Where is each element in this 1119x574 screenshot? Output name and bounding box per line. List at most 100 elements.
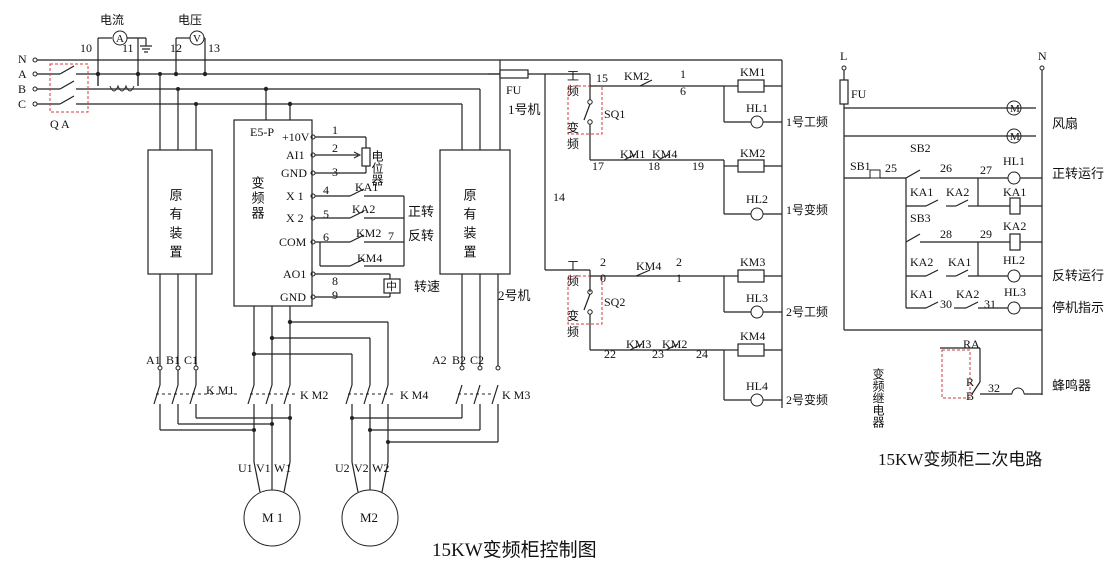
- svg-text:C: C: [18, 97, 26, 111]
- coil-km2: [737, 159, 765, 173]
- svg-text:2号工频: 2号工频: [786, 305, 828, 319]
- lamp-hl1-icon: [750, 115, 764, 129]
- svg-text:V: V: [193, 33, 201, 45]
- svg-text:HL4: HL4: [746, 379, 768, 393]
- svg-text:M 1: M 1: [262, 510, 283, 525]
- svg-text:频: 频: [567, 325, 579, 339]
- svg-text:HL1: HL1: [746, 101, 768, 115]
- svg-text:KM4: KM4: [357, 251, 382, 265]
- svg-text:SB1: SB1: [850, 159, 871, 173]
- svg-text:SQ2: SQ2: [604, 295, 625, 309]
- svg-text:SQ1: SQ1: [604, 107, 625, 121]
- svg-text:FU: FU: [851, 87, 867, 101]
- reverse-run-label: 反转运行: [1052, 268, 1104, 283]
- svg-text:32: 32: [988, 381, 1000, 395]
- svg-text:HL2: HL2: [1003, 253, 1025, 267]
- svg-text:变: 变: [567, 120, 579, 135]
- svg-text:1号机: 1号机: [508, 102, 541, 117]
- svg-text:原有装置: 原有装置: [168, 188, 183, 264]
- svg-text:K M4: K M4: [400, 388, 428, 402]
- control-row-3: 2 0 KM4 2 1 KM3 HL3 2号工频: [600, 255, 828, 319]
- svg-text:KA1: KA1: [355, 180, 378, 194]
- fan-label: 风扇: [1052, 116, 1078, 131]
- lamp-hl4-icon: [750, 393, 764, 407]
- svg-text:18: 18: [648, 159, 660, 173]
- svg-text:B: B: [18, 82, 26, 96]
- svg-text:KM4: KM4: [740, 329, 765, 343]
- svg-text:K M2: K M2: [300, 388, 328, 402]
- terminal-labels: A1 B1 C1 A2 B2 C2: [146, 353, 501, 371]
- svg-text:2号机: 2号机: [498, 288, 531, 303]
- svg-text:31: 31: [984, 297, 996, 311]
- svg-text:KA2: KA2: [1003, 219, 1026, 233]
- svg-text:3: 3: [332, 165, 338, 179]
- svg-text:14: 14: [553, 190, 565, 204]
- svg-text:U1: U1: [238, 461, 253, 475]
- lower-wiring: [159, 274, 499, 385]
- svg-text:KM2: KM2: [624, 69, 649, 83]
- svg-text:中: 中: [386, 280, 397, 293]
- relay-ka1-coil: [1009, 197, 1021, 215]
- control-rail: [500, 59, 783, 408]
- svg-text:K M1: K M1: [206, 383, 234, 397]
- inverter-pins: +10V AI1 GND X 1 X 2 COM AO1 GND 1 2 3 4…: [279, 123, 338, 304]
- svg-text:19: 19: [692, 159, 704, 173]
- svg-text:0: 0: [600, 271, 606, 285]
- forward-run-label: 正转运行: [1052, 166, 1104, 181]
- fan-motor-icon-2: [1006, 128, 1022, 144]
- svg-text:M: M: [1010, 103, 1020, 115]
- svg-text:R: R: [966, 375, 974, 389]
- secondary-rails: L N FU: [839, 49, 1047, 395]
- svg-text:2: 2: [676, 255, 682, 269]
- svg-text:B1: B1: [166, 353, 180, 367]
- svg-text:K M3: K M3: [502, 388, 530, 402]
- secondary-fuse-icon: [839, 79, 849, 105]
- selector-sq1[interactable]: 工 频 变 频 SQ1: [567, 69, 724, 161]
- control-row-4: 22 KM3 23 KM2 24 KM4 HL4 2号变频: [604, 329, 828, 407]
- svg-text:变: 变: [567, 308, 579, 323]
- svg-text:原有装置: 原有装置: [462, 188, 477, 264]
- voltmeter-label: 电压: [178, 13, 202, 27]
- potentiometer: 电位器: [315, 136, 384, 187]
- lamp-hl3-icon: [750, 305, 764, 319]
- potentiometer-label: 电位器: [370, 150, 384, 187]
- svg-text:6: 6: [323, 230, 329, 244]
- svg-text:1: 1: [680, 67, 686, 81]
- svg-text:A: A: [116, 33, 124, 45]
- motor-m2-icon: [341, 489, 399, 547]
- svg-text:工: 工: [567, 259, 579, 273]
- svg-text:FU: FU: [506, 83, 522, 97]
- svg-text:W2: W2: [372, 461, 389, 475]
- fuse-icon: [499, 69, 529, 79]
- svg-text:24: 24: [696, 347, 708, 361]
- ammeter-label: 电流: [100, 13, 124, 27]
- svg-text:N: N: [18, 52, 27, 66]
- svg-text:KM1: KM1: [740, 65, 765, 79]
- svg-text:SB3: SB3: [910, 211, 931, 225]
- buzzer-circuit: 变频继电器 RA R B 32 蜂鸣器: [871, 337, 1091, 429]
- svg-text:1号变频: 1号变频: [786, 202, 828, 217]
- motor-m1-icon: [243, 489, 301, 547]
- fan-motor-icon: [1006, 100, 1022, 116]
- relay-label: 变频继电器: [871, 367, 885, 429]
- power-bus: N A B C Q A: [18, 52, 500, 131]
- svg-text:15: 15: [596, 71, 608, 85]
- control-row-2: 17 KM1 18 KM4 19 KM2 HL2 1号变频: [592, 146, 828, 221]
- direction-contacts: KA1 KA2 KM2 7 KM4 正转 反转: [315, 180, 434, 267]
- svg-text:KM3: KM3: [626, 337, 651, 351]
- svg-text:HL3: HL3: [746, 291, 768, 305]
- svg-text:RA: RA: [963, 337, 980, 351]
- svg-text:B: B: [966, 389, 974, 403]
- svg-text:AO1: AO1: [283, 267, 306, 281]
- coil-km1: [737, 79, 765, 93]
- svg-text:COM: COM: [279, 235, 307, 249]
- svg-text:2: 2: [332, 141, 338, 155]
- selector-sq2[interactable]: 工 频 变 频 SQ2: [567, 259, 724, 351]
- svg-text:KM2: KM2: [662, 337, 687, 351]
- relay-contact: [941, 349, 971, 399]
- svg-text:26: 26: [940, 161, 952, 175]
- svg-text:6: 6: [680, 84, 686, 98]
- svg-text:23: 23: [652, 347, 664, 361]
- svg-text:KA2: KA2: [956, 287, 979, 301]
